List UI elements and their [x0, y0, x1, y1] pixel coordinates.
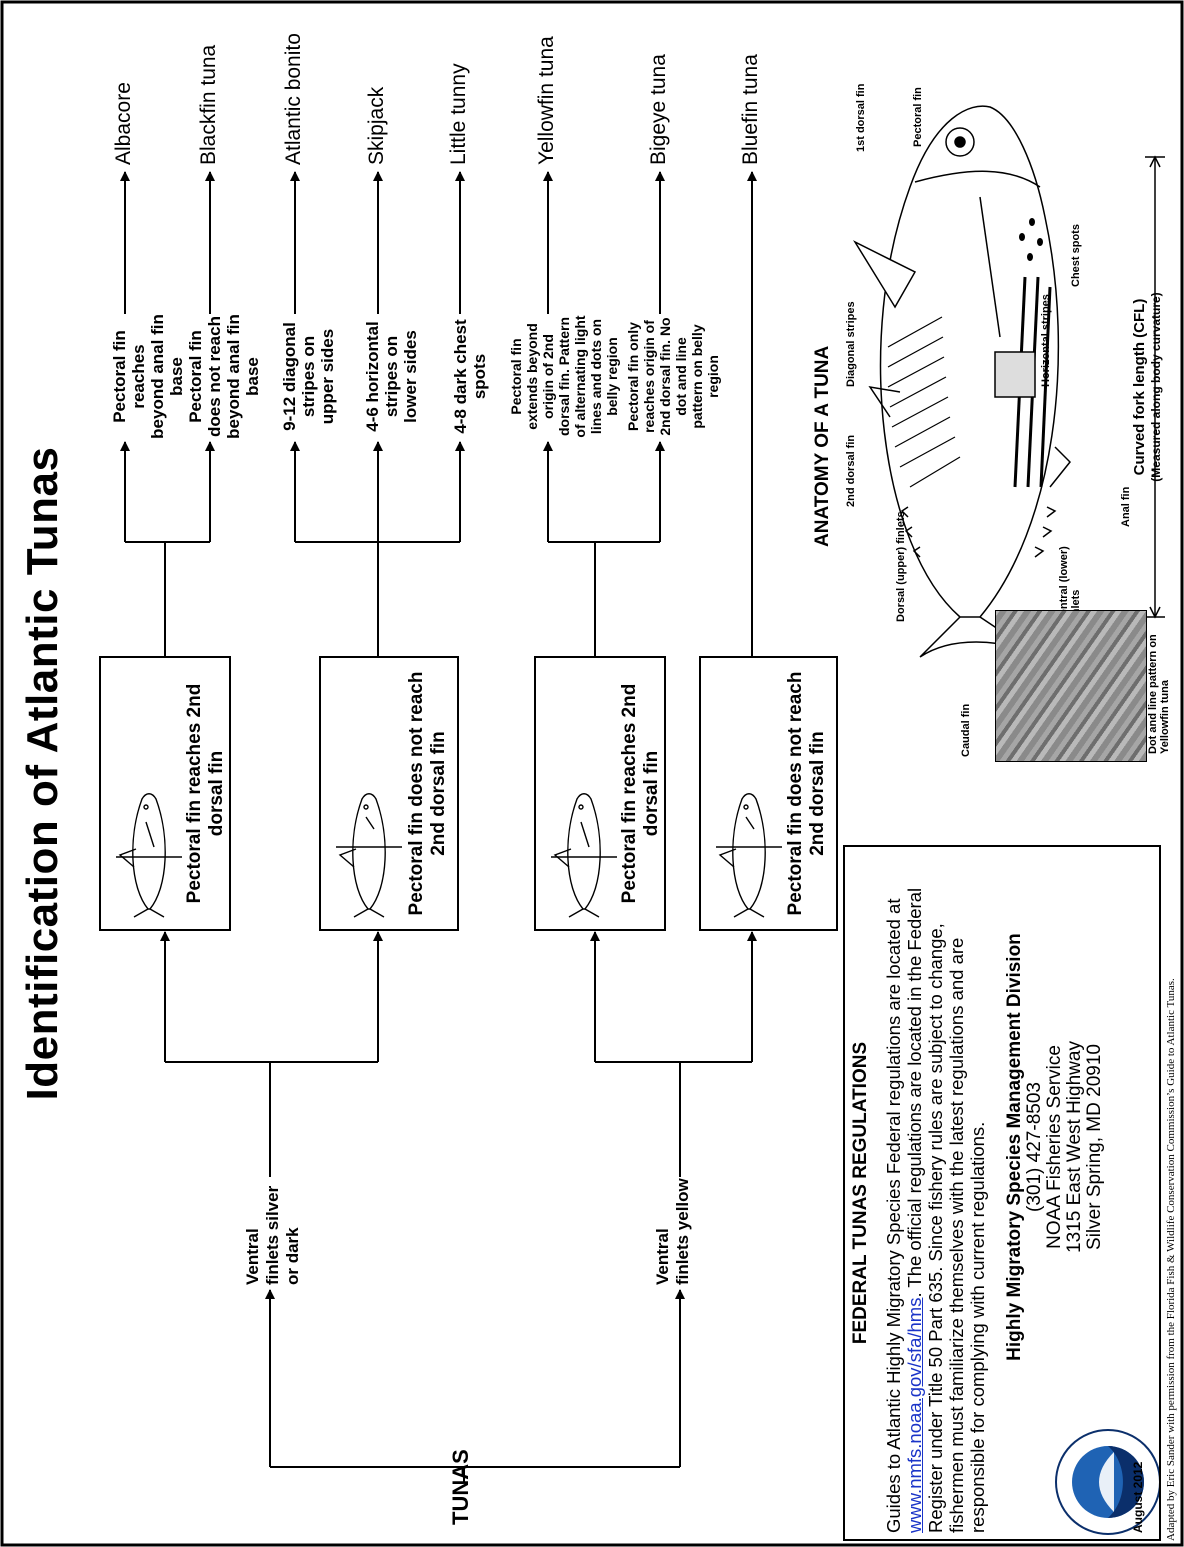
label-first-dorsal: 1st dorsal fin [855, 83, 867, 152]
trait-little-tunny: 4-8 dark chest spots [451, 319, 489, 434]
species-yellowfin: Yellowfin tuna [535, 36, 558, 165]
publication-date: August 2012 [1131, 1461, 1145, 1533]
cfl-note: (Measured along body curvature) [1149, 292, 1163, 482]
species-bluefin: Bluefin tuna [739, 54, 762, 165]
label-pectoral: Pectoral fin [912, 87, 924, 147]
label-chest-spots: Chest spots [1070, 224, 1082, 287]
fish-sketch-icon [336, 793, 402, 918]
species-albacore: Albacore [112, 82, 135, 165]
street-address: 1315 East West Highway [1064, 1041, 1085, 1253]
regulations-body: Guides to Atlantic Highly Migratory Spec… [883, 855, 988, 1533]
regulations-title: FEDERAL TUNAS REGULATIONS [850, 1041, 871, 1345]
label-horizontal-stripes: Horizontal stripes [1040, 294, 1052, 387]
trait-bigeye: Pectoral fin only reaches origin of 2nd … [625, 317, 721, 436]
decision-box-2 [319, 656, 459, 931]
division-name: Highly Migratory Species Management Divi… [1004, 933, 1025, 1361]
trait-skipjack: 4-6 horizontal stripes on lower sides [363, 321, 420, 432]
yellowfin-pattern-photo [995, 610, 1147, 762]
box-1-label: Pectoral fin reaches 2nd dorsal fin [184, 683, 227, 904]
trait-albacore: Pectoral fin reaches beyond anal fin bas… [110, 314, 186, 439]
cfl-measurement [1145, 155, 1165, 619]
cfl-title: Curved fork length (CFL) [1131, 298, 1148, 476]
ventral-label-yellow: Ventral finlets yellow [653, 1178, 692, 1285]
trait-yellowfin: Pectoral fin extends beyond origin of 2n… [508, 315, 620, 438]
label-dorsal-finlets: Dorsal (upper) finlets [895, 511, 907, 622]
label-ventral-finlets: Ventral (lower) finlets [1058, 546, 1082, 622]
agency-name: NOAA Fisheries Service [1044, 1045, 1065, 1249]
species-blackfin: Blackfin tuna [197, 44, 220, 165]
regulations-link[interactable]: www.nmfs.noaa.gov/sfa/hms [904, 1297, 925, 1533]
species-bonito: Atlantic bonito [282, 33, 305, 165]
root-label: TUNAS [448, 1449, 473, 1525]
species-bigeye: Bigeye tuna [647, 54, 670, 165]
noaa-logo [1055, 1429, 1161, 1535]
trait-blackfin: Pectoral fin does not reach beyond anal … [186, 314, 262, 439]
label-diagonal-stripes: Diagonal stripes [845, 301, 857, 387]
cfl-label: Curved fork length (CFL) (Measured along… [1131, 227, 1164, 547]
species-skipjack: Skipjack [365, 86, 388, 165]
page-title: Identification of Atlantic Tunas [18, 446, 67, 1101]
label-caudal-fin: Caudal fin [960, 703, 972, 757]
trait-bonito: 9-12 diagonal stripes on upper sides [280, 322, 337, 431]
ventral-label-silver: Ventral finlets silver or dark [243, 1185, 302, 1285]
anatomy-tuna-drawing [852, 105, 1072, 658]
label-anal-fin: Anal fin [1120, 486, 1132, 527]
contact-address: Highly Migratory Species Management Divi… [1004, 887, 1105, 1407]
label-second-dorsal: 2nd dorsal fin [845, 434, 857, 507]
photo-caption: Dot and line pattern on Yellowfin tuna [1147, 634, 1171, 754]
city-address: Silver Spring, MD 20910 [1084, 1044, 1105, 1250]
box-3-label: Pectoral fin reaches 2nd dorsal fin [619, 683, 662, 904]
fish-sketch-icon [551, 793, 617, 918]
species-little-tunny: Little tunny [447, 63, 470, 165]
regulations-text-1: Guides to Atlantic Highly Migratory Spec… [883, 898, 904, 1533]
box-fish-sketches [116, 793, 782, 918]
fish-sketch-icon [116, 793, 182, 918]
decision-box-4 [699, 656, 838, 931]
anatomy-title: ANATOMY OF A TUNA [812, 345, 833, 547]
box-2-label: Pectoral fin does not reach 2nd dorsal f… [406, 671, 449, 916]
credit-line: Adapted by Eric Sander with permission f… [1165, 978, 1177, 1541]
fish-sketch-icon [716, 793, 782, 918]
box-4-label: Pectoral fin does not reach 2nd dorsal f… [785, 671, 828, 916]
phone-number: (301) 427-8503 [1024, 1082, 1045, 1212]
